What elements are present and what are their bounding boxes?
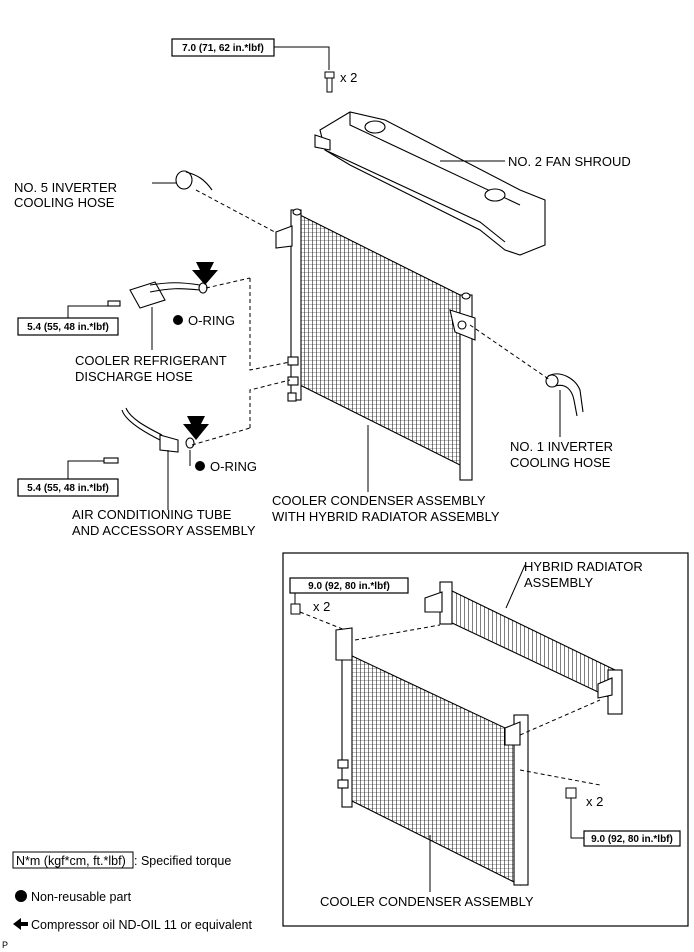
shroud-torque-callout: 7.0 (71, 62 in.*lbf) [171, 38, 330, 70]
hybrid-label-1: HYBRID RADIATOR [524, 559, 643, 574]
oring-label-2: O-RING [210, 459, 257, 474]
condenser-torque-text: 9.0 (92, 80 in.*lbf) [591, 834, 673, 845]
inverter-hose-1 [545, 373, 584, 417]
inverter-hose-5-line1: NO. 5 INVERTER [14, 180, 117, 195]
shroud-bolt [324, 71, 335, 93]
legend-oil: Compressor oil ND-OIL 11 or equivalent [31, 918, 252, 932]
nonreusable-marker-2 [195, 461, 205, 471]
discharge-hose [107, 281, 208, 309]
corner-mark: P [2, 940, 8, 950]
legend-torque-box-text: N*m (kgf*cm, ft.*lbf) [16, 854, 126, 868]
shroud-torque-text: 7.0 (71, 62 in.*lbf) [182, 43, 264, 54]
inverter-hose-5 [175, 170, 213, 191]
hybrid-label-2: ASSEMBLY [524, 575, 593, 590]
discharge-torque-text: 5.4 (55, 48 in.*lbf) [27, 322, 109, 333]
actube-label-2: AND ACCESSORY ASSEMBLY [72, 523, 256, 538]
main-condenser [275, 208, 476, 481]
inverter-hose-5-line2: COOLING HOSE [14, 195, 115, 210]
legend-nonreusable: Non-reusable part [31, 890, 132, 904]
legend-torque-text: : Specified torque [134, 854, 231, 868]
cond-assy-label-1: COOLER CONDENSER ASSEMBLY [272, 493, 486, 508]
oil-arrow-discharge [192, 262, 218, 285]
ac-tube [103, 407, 195, 464]
condenser-qty: x 2 [586, 794, 603, 809]
nonreusable-icon [15, 890, 27, 902]
hybrid-qty: x 2 [313, 599, 330, 614]
actube-torque-text: 5.4 (55, 48 in.*lbf) [27, 483, 109, 494]
inverter-hose-1-line2: COOLING HOSE [510, 455, 611, 470]
fan-shroud-label: NO. 2 FAN SHROUD [508, 154, 631, 169]
inset-condenser [335, 627, 529, 886]
oil-arrow-actube [183, 416, 209, 440]
discharge-label-2: DISCHARGE HOSE [75, 369, 193, 384]
condenser-torque-box [583, 830, 681, 847]
oil-arrow-icon [13, 918, 28, 930]
actube-label-1: AIR CONDITIONING TUBE [72, 507, 232, 522]
fan-shroud [314, 111, 546, 256]
shroud-qty: x 2 [340, 70, 357, 85]
cond-assy-label-2: WITH HYBRID RADIATOR ASSEMBLY [272, 509, 500, 524]
hybrid-torque-box [289, 577, 409, 594]
discharge-label-1: COOLER REFRIGERANT [75, 353, 227, 368]
legend: N*m (kgf*cm, ft.*lbf) : Specified torque… [12, 851, 252, 932]
hybrid-torque-text: 9.0 (92, 80 in.*lbf) [308, 581, 390, 592]
nonreusable-marker [173, 315, 183, 325]
hybrid-radiator [424, 581, 623, 715]
detail-inset [282, 552, 689, 927]
condenser-only-label: COOLER CONDENSER ASSEMBLY [320, 894, 534, 909]
oring-label-1: O-RING [188, 313, 235, 328]
inverter-hose-1-line1: NO. 1 INVERTER [510, 439, 613, 454]
